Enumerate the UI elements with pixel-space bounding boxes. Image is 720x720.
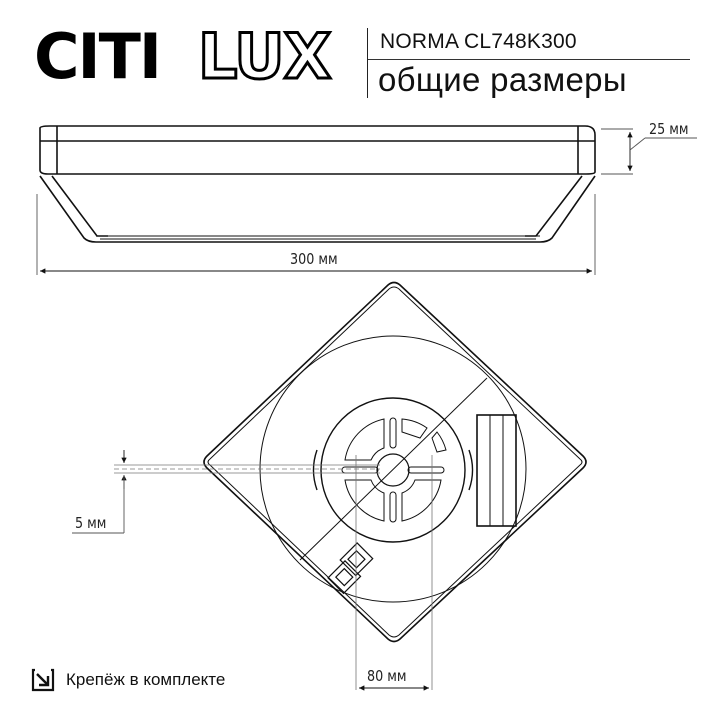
title-block: NORMA CL748K300 общие размеры — [367, 28, 698, 98]
gap-label: 5 мм — [75, 514, 107, 532]
mount-included-icon — [31, 668, 55, 692]
mount-label: 80 мм — [367, 667, 407, 685]
footer-label: Крепёж в комплекте — [66, 670, 226, 689]
citilux-logo: CITI LUX — [34, 26, 333, 86]
page-title: общие размеры — [378, 61, 627, 98]
top-view — [203, 281, 587, 643]
mount-dimension — [355, 455, 433, 691]
height-label: 25 мм — [649, 120, 689, 138]
width-dimension — [36, 194, 596, 275]
width-label: 300 мм — [290, 250, 338, 268]
height-dimension — [601, 128, 697, 175]
model-name: NORMA CL748K300 — [380, 30, 577, 53]
logo-lux: LUX — [198, 26, 331, 86]
logo-citi: CITI — [34, 26, 160, 86]
side-view — [39, 125, 596, 243]
gap-dimension — [72, 450, 380, 534]
mount-included-note: Крепёж в комплекте — [30, 667, 225, 693]
title-divider — [368, 59, 690, 60]
